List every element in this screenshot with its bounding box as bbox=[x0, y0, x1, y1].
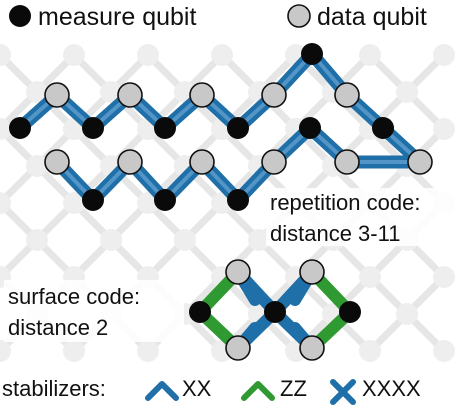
zz-stabilizer-icon bbox=[241, 381, 275, 401]
measure-qubit-legend-label: measure qubit bbox=[38, 3, 196, 31]
data-qubit bbox=[189, 149, 215, 175]
lattice-site bbox=[0, 118, 11, 140]
data-qubit-legend-label: data qubit bbox=[317, 3, 427, 31]
measure-qubit bbox=[227, 189, 249, 211]
xx-stabilizer-label: XX bbox=[182, 376, 212, 401]
data-qubit bbox=[44, 149, 70, 175]
surface-code-label: surface code: bbox=[8, 284, 140, 309]
lattice-site bbox=[63, 340, 85, 362]
measure-qubit bbox=[154, 189, 176, 211]
lattice-site bbox=[359, 266, 381, 288]
lattice-site bbox=[0, 340, 11, 362]
measure-qubit-legend-marker bbox=[9, 5, 31, 27]
data-qubit bbox=[261, 82, 287, 108]
lattice-site bbox=[359, 44, 381, 66]
lattice-site bbox=[0, 44, 11, 66]
zz-stabilizer-label: ZZ bbox=[280, 376, 307, 401]
data-qubit bbox=[44, 82, 70, 108]
measure-qubit bbox=[82, 189, 104, 211]
surface-code-annotation: surface code: distance 2 bbox=[4, 280, 184, 342]
repetition-code-annotation: repetition code: distance 3-11 bbox=[266, 188, 456, 246]
data-qubit bbox=[407, 149, 433, 175]
lattice-site bbox=[26, 229, 48, 251]
lattice-site bbox=[26, 155, 48, 177]
lattice-site bbox=[63, 192, 85, 214]
data-qubit bbox=[261, 149, 287, 175]
measure-qubit bbox=[264, 301, 286, 323]
data-qubit-legend-marker bbox=[287, 4, 311, 28]
xxxx-stabilizer-label: XXXX bbox=[362, 376, 421, 401]
measure-qubit bbox=[189, 301, 211, 323]
data-qubit bbox=[117, 82, 143, 108]
data-qubit bbox=[299, 335, 325, 361]
data-qubit bbox=[225, 335, 251, 361]
stabilizers-legend: stabilizers: XX ZZ XXXX bbox=[2, 376, 421, 405]
lattice-site bbox=[26, 81, 48, 103]
data-qubit bbox=[334, 149, 360, 175]
lattice-site bbox=[0, 192, 11, 214]
measure-qubit bbox=[154, 117, 176, 139]
measure-qubit bbox=[301, 43, 323, 65]
lattice-site bbox=[100, 229, 122, 251]
lattice-site bbox=[433, 266, 455, 288]
measure-qubit bbox=[299, 117, 321, 139]
lattice-site bbox=[137, 192, 159, 214]
lattice-site bbox=[248, 229, 270, 251]
lattice-site bbox=[396, 303, 418, 325]
lattice-site bbox=[211, 44, 233, 66]
data-qubit bbox=[299, 259, 325, 285]
lattice-site bbox=[63, 44, 85, 66]
legend: measure qubit data qubit bbox=[9, 3, 427, 31]
lattice-site bbox=[359, 340, 381, 362]
data-qubit bbox=[117, 149, 143, 175]
measure-qubit bbox=[227, 117, 249, 139]
lattice-site bbox=[433, 340, 455, 362]
stabilizers-label: stabilizers: bbox=[2, 376, 106, 401]
lattice-site bbox=[137, 44, 159, 66]
lattice-site bbox=[433, 118, 455, 140]
surface-code-patch bbox=[189, 259, 361, 361]
data-qubit bbox=[189, 82, 215, 108]
xx-stabilizer-icon bbox=[145, 381, 179, 401]
surface-code-distance: distance 2 bbox=[8, 315, 108, 340]
measure-qubit bbox=[9, 117, 31, 139]
lattice-site bbox=[137, 340, 159, 362]
lattice-site bbox=[100, 81, 122, 103]
data-qubit bbox=[225, 259, 251, 285]
repetition-code-distance: distance 3-11 bbox=[270, 221, 400, 246]
lattice-site bbox=[174, 229, 196, 251]
data-qubit bbox=[334, 82, 360, 108]
measure-qubit bbox=[82, 117, 104, 139]
lattice-site bbox=[396, 81, 418, 103]
repetition-code-label: repetition code: bbox=[270, 190, 420, 215]
measure-qubit bbox=[372, 117, 394, 139]
measure-qubit bbox=[339, 301, 361, 323]
repetition-code-chain bbox=[9, 43, 433, 211]
lattice-site bbox=[433, 44, 455, 66]
xxxx-stabilizer-icon bbox=[330, 379, 356, 405]
